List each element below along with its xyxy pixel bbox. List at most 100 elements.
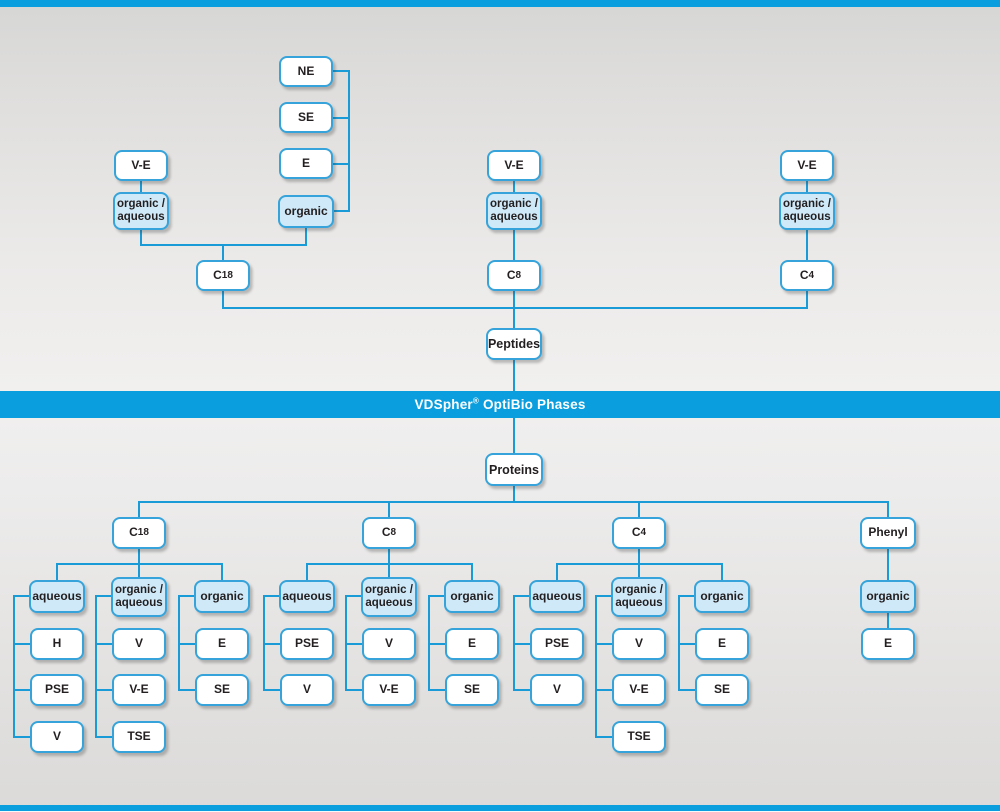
connector-line — [13, 643, 31, 645]
pro-c8-aqueous-type-v: V — [280, 674, 334, 706]
connector-line — [13, 689, 31, 691]
pep-c8-solvent-organic-aqueous: organic / aqueous — [486, 192, 542, 230]
pep-c18-type-se: SE — [279, 102, 333, 133]
connector-line — [221, 563, 223, 581]
pep-c18-solvent-organic-aqueous: organic / aqueous — [113, 192, 169, 230]
connector-line — [806, 180, 808, 194]
connector-line — [345, 595, 362, 597]
pro-phenyl-organic-type-e: E — [861, 628, 915, 660]
connector-line — [638, 548, 640, 564]
connector-line — [140, 229, 142, 246]
pro-c18-aqueous-type-h: H — [30, 628, 84, 660]
pro-phenyl-solvent-organic: organic — [860, 580, 916, 613]
connector-line — [95, 643, 113, 645]
connector-line — [513, 229, 515, 261]
connector-line — [345, 689, 363, 691]
node-proteins: Proteins — [485, 453, 543, 486]
pro-c4-orgaq-type-tse: TSE — [612, 721, 666, 753]
pro-c18-organic-type-e: E — [195, 628, 249, 660]
connector-line — [95, 595, 112, 597]
connector-line — [13, 595, 15, 738]
pro-c18-aqueous-type-pse: PSE — [30, 674, 84, 706]
connector-line — [887, 612, 889, 629]
connector-line — [178, 595, 195, 597]
banner-optibio-phases: VDSpher® OptiBio Phases — [0, 391, 1000, 418]
pro-c4-organic-type-e: E — [695, 628, 749, 660]
connector-line — [56, 563, 58, 581]
pro-c4-aqueous-type-pse: PSE — [530, 628, 584, 660]
connector-line — [513, 290, 515, 329]
pro-c4-solvent-organic-aqueous: organic / aqueous — [611, 577, 667, 617]
pep-c18-type-e: E — [279, 148, 333, 179]
connector-line — [595, 643, 613, 645]
pro-col-phenyl: Phenyl — [860, 517, 916, 549]
connector-line — [595, 689, 613, 691]
connector-line — [95, 736, 113, 738]
connector-line — [138, 501, 889, 503]
connector-line — [305, 227, 307, 246]
pep-c4-solvent-organic-aqueous: organic / aqueous — [779, 192, 835, 230]
pro-c18-solvent-organic: organic — [194, 580, 250, 613]
pep-c18-type-v-e: V-E — [114, 150, 168, 181]
connector-line — [428, 643, 446, 645]
connector-line — [95, 689, 113, 691]
connector-line — [887, 501, 889, 518]
connector-line — [13, 595, 30, 597]
pro-c18-orgaq-type-v-e: V-E — [112, 674, 166, 706]
pro-c8-aqueous-type-pse: PSE — [280, 628, 334, 660]
connector-line — [332, 163, 350, 165]
connector-line — [95, 595, 97, 738]
connector-line — [138, 548, 140, 564]
connector-line — [178, 689, 196, 691]
connector-line — [222, 290, 224, 308]
connector-line — [806, 290, 808, 308]
connector-line — [388, 501, 390, 518]
connector-line — [595, 736, 613, 738]
pro-c18-orgaq-type-v: V — [112, 628, 166, 660]
pro-c4-orgaq-type-v: V — [612, 628, 666, 660]
connector-line — [345, 643, 363, 645]
connector-line — [513, 595, 530, 597]
pro-c8-organic-type-e: E — [445, 628, 499, 660]
pep-c18-type-ne: NE — [279, 56, 333, 87]
pep-c8-type-v-e: V-E — [487, 150, 541, 181]
pro-c8-organic-type-se: SE — [445, 674, 499, 706]
connector-line — [388, 563, 390, 578]
connector-line — [513, 486, 515, 502]
connector-line — [178, 643, 196, 645]
connector-line — [721, 563, 723, 581]
pep-c4-type-v-e: V-E — [780, 150, 834, 181]
banner-title: VDSpher® OptiBio Phases — [414, 396, 586, 412]
connector-line — [263, 689, 281, 691]
pro-c18-solvent-aqueous: aqueous — [29, 580, 85, 613]
pro-c8-orgaq-type-v: V — [362, 628, 416, 660]
pro-c8-solvent-organic: organic — [444, 580, 500, 613]
connector-line — [332, 117, 350, 119]
pro-c8-solvent-aqueous: aqueous — [279, 580, 335, 613]
pro-c4-aqueous-type-v: V — [530, 674, 584, 706]
pro-c4-orgaq-type-v-e: V-E — [612, 674, 666, 706]
connector-line — [388, 548, 390, 564]
pro-c18-aqueous-type-v: V — [30, 721, 84, 753]
connector-line — [678, 643, 696, 645]
connector-line — [556, 563, 558, 581]
connector-line — [13, 736, 31, 738]
connector-line — [333, 210, 350, 212]
connector-line — [140, 180, 142, 194]
connector-line — [471, 563, 473, 581]
connector-line — [138, 563, 140, 578]
pro-c18-orgaq-type-tse: TSE — [112, 721, 166, 753]
connector-line — [428, 689, 446, 691]
connector-line — [595, 595, 597, 738]
pro-c18-organic-type-se: SE — [195, 674, 249, 706]
pro-c8-solvent-organic-aqueous: organic / aqueous — [361, 577, 417, 617]
connector-line — [306, 563, 308, 581]
connector-line — [263, 643, 281, 645]
